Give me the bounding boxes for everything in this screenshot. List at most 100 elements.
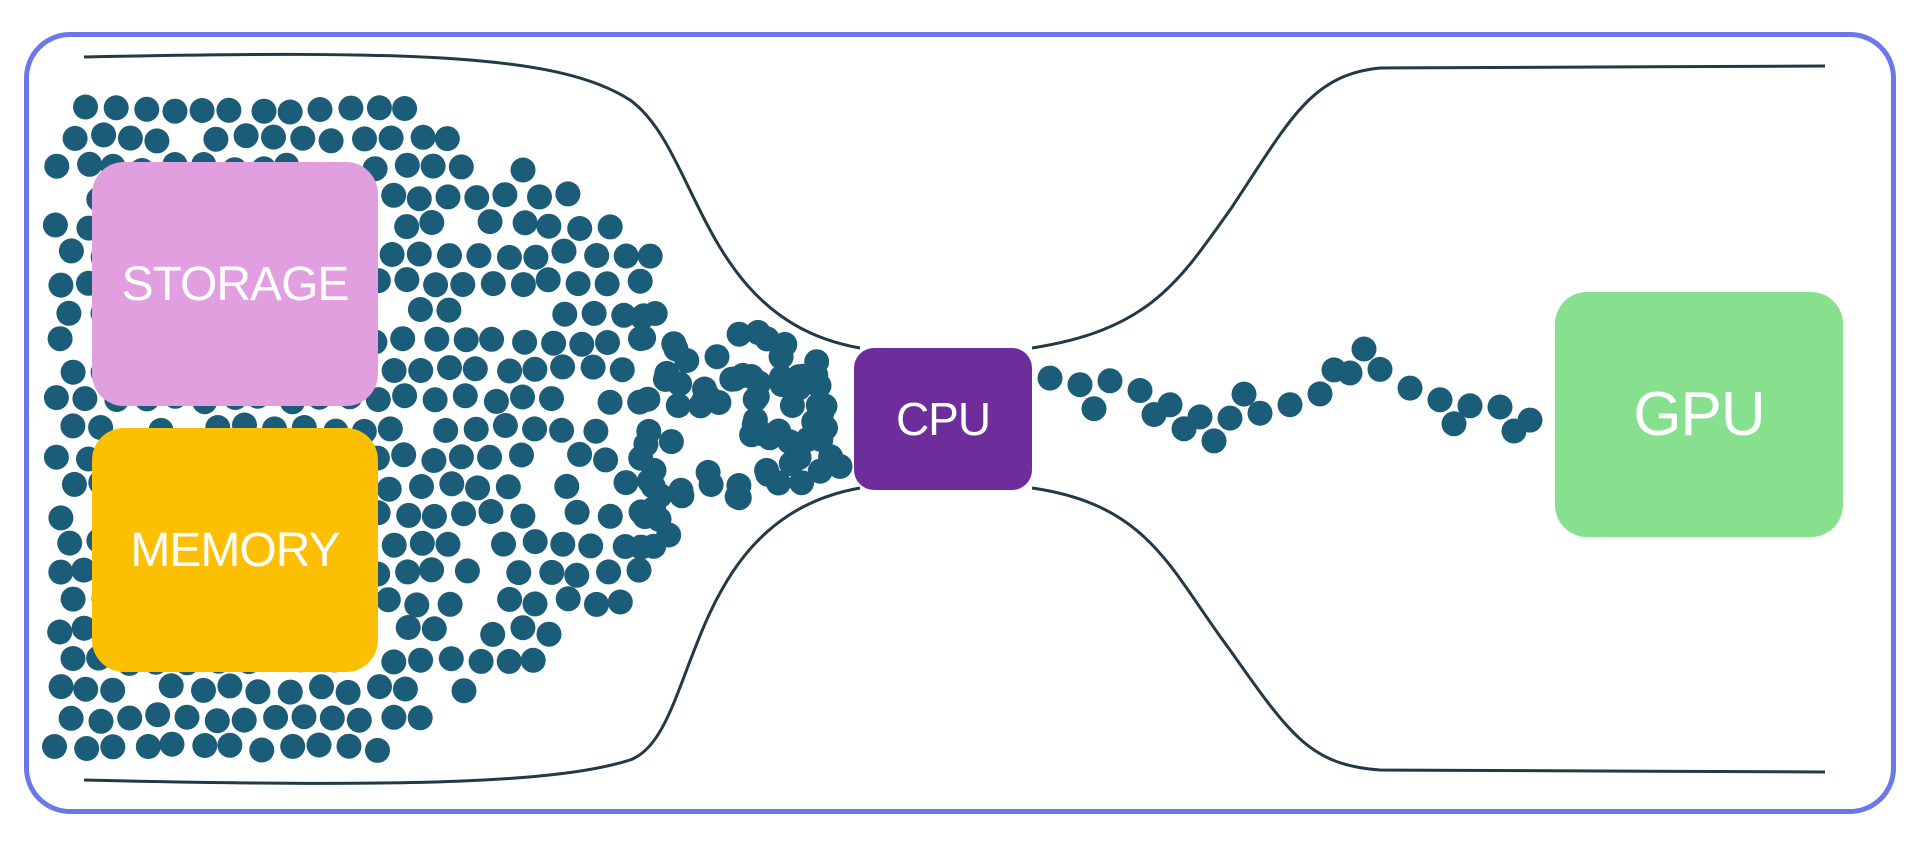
- particle: [596, 559, 622, 585]
- particle: [58, 705, 84, 731]
- particle: [204, 708, 230, 734]
- particle: [42, 734, 67, 759]
- particle: [478, 499, 504, 524]
- particle: [491, 531, 516, 557]
- particle: [1157, 392, 1183, 418]
- particle: [434, 126, 460, 152]
- particle: [421, 448, 447, 473]
- particle: [144, 128, 170, 154]
- particle: [661, 331, 687, 357]
- particle: [597, 389, 623, 415]
- particle: [453, 327, 479, 353]
- particle: [404, 592, 430, 618]
- particle: [378, 125, 404, 151]
- particle: [480, 621, 506, 647]
- particle: [158, 673, 184, 699]
- particle: [536, 621, 562, 647]
- particle: [550, 354, 576, 380]
- particle: [381, 649, 407, 675]
- particle: [421, 503, 447, 529]
- particle: [607, 589, 633, 615]
- particle: [742, 386, 768, 412]
- particle: [191, 677, 216, 703]
- particle: [468, 648, 494, 674]
- particle: [522, 591, 548, 617]
- particle: [1441, 411, 1467, 437]
- particle: [379, 242, 405, 267]
- particle: [392, 96, 418, 121]
- particle: [44, 153, 70, 179]
- particle: [812, 393, 838, 419]
- particle: [483, 388, 509, 414]
- particle: [578, 533, 604, 559]
- particle: [564, 562, 590, 588]
- particle: [1201, 428, 1227, 454]
- particle: [1427, 387, 1453, 413]
- particle: [117, 705, 143, 731]
- particle: [47, 326, 73, 352]
- particle: [497, 358, 523, 384]
- particle: [695, 459, 721, 485]
- particle: [77, 151, 103, 177]
- particle: [145, 702, 171, 728]
- particle: [552, 301, 578, 327]
- particle: [73, 94, 98, 120]
- particle: [611, 302, 637, 328]
- particle: [522, 529, 548, 555]
- particle: [464, 185, 490, 211]
- particle: [539, 559, 565, 585]
- particle: [726, 321, 752, 347]
- particle: [366, 95, 392, 121]
- particle: [48, 559, 74, 585]
- particle: [595, 330, 620, 355]
- pipe-top-edge: [83, 52, 1826, 350]
- particle: [392, 383, 418, 409]
- particle: [381, 532, 407, 558]
- particle: [420, 153, 446, 179]
- particle: [757, 425, 783, 451]
- particle: [135, 734, 161, 759]
- particle: [216, 97, 242, 123]
- particle: [463, 416, 489, 442]
- particle: [1307, 381, 1333, 407]
- particle: [42, 212, 68, 238]
- particle: [48, 674, 74, 700]
- particle: [319, 705, 345, 731]
- particle: [1487, 394, 1513, 420]
- particle: [754, 457, 780, 483]
- particle: [550, 531, 576, 557]
- storage-label: STORAGE: [121, 257, 350, 311]
- particle: [584, 243, 610, 268]
- particle: [277, 99, 303, 125]
- particle: [203, 126, 229, 152]
- particle: [626, 557, 652, 583]
- particle: [71, 615, 97, 641]
- particle: [365, 737, 390, 763]
- particle: [290, 125, 316, 151]
- particle: [391, 442, 417, 468]
- particle: [1037, 365, 1063, 391]
- particle: [564, 499, 590, 525]
- particle: [217, 732, 243, 758]
- particle: [134, 96, 160, 122]
- particle: [438, 646, 464, 672]
- particle: [583, 418, 609, 444]
- particle: [451, 678, 477, 704]
- particle: [189, 98, 215, 123]
- particle: [408, 358, 434, 383]
- particle: [394, 267, 420, 293]
- particle: [658, 429, 684, 455]
- particle: [335, 679, 361, 705]
- particle: [777, 429, 803, 455]
- particle: [91, 122, 117, 148]
- particle: [419, 210, 445, 235]
- particle: [162, 98, 188, 124]
- particle: [789, 470, 815, 496]
- particle: [435, 184, 461, 210]
- particle: [309, 674, 334, 700]
- pipe-outline: [83, 52, 1826, 785]
- particle: [696, 384, 722, 410]
- particle: [527, 184, 552, 210]
- particle: [567, 441, 593, 467]
- particle: [48, 505, 74, 531]
